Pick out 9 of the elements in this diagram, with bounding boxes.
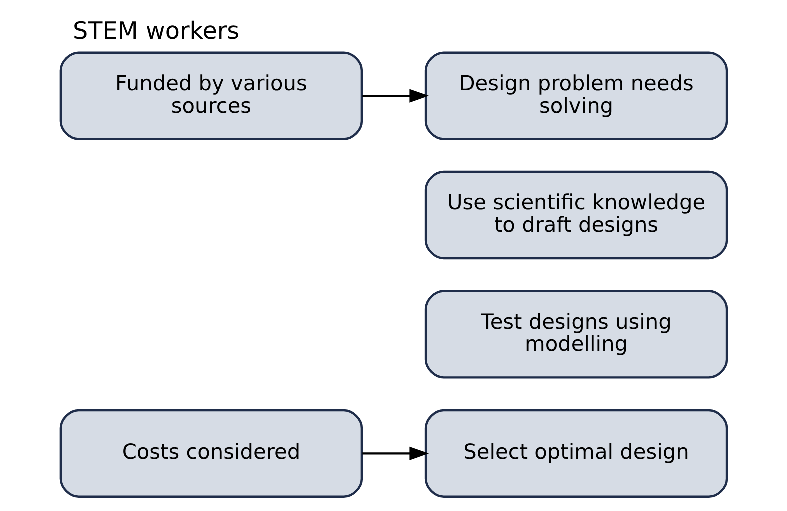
- node-box: Design problem needs solving: [424, 52, 728, 140]
- node-box: Use scientific knowledge to draft designs: [424, 170, 728, 260]
- diagram-title: STEM workers: [72, 17, 240, 46]
- node-box: Test designs using modelling: [424, 290, 728, 379]
- arrow: [362, 446, 429, 460]
- arrow: [362, 89, 429, 103]
- node-box: Funded by various sources: [59, 52, 363, 140]
- node-box: Costs considered: [59, 409, 363, 498]
- node-box: Select optimal design: [424, 409, 728, 498]
